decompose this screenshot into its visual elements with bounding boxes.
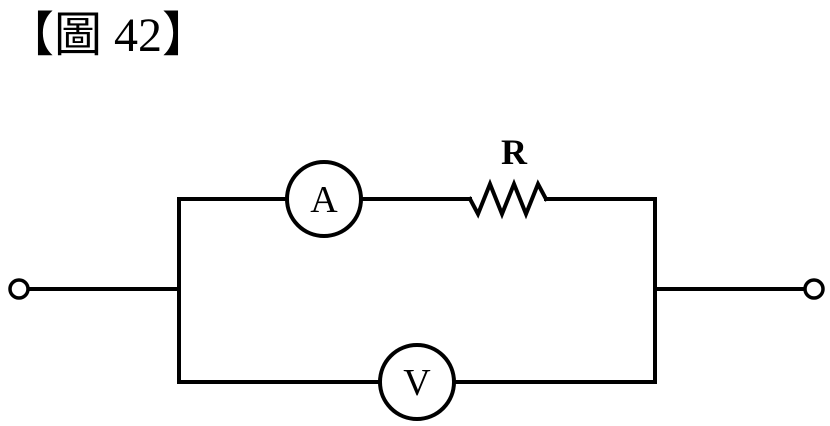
figure-label: 【圖 42】	[6, 9, 211, 62]
voltmeter-circle	[378, 343, 456, 421]
resistor-label: R	[501, 132, 528, 172]
left-terminal	[8, 278, 30, 300]
right-terminal	[803, 278, 825, 300]
ammeter-label: A	[310, 179, 338, 221]
resistor-symbol	[467, 178, 549, 220]
voltmeter-label: V	[403, 362, 431, 404]
ammeter-circle	[285, 160, 363, 238]
